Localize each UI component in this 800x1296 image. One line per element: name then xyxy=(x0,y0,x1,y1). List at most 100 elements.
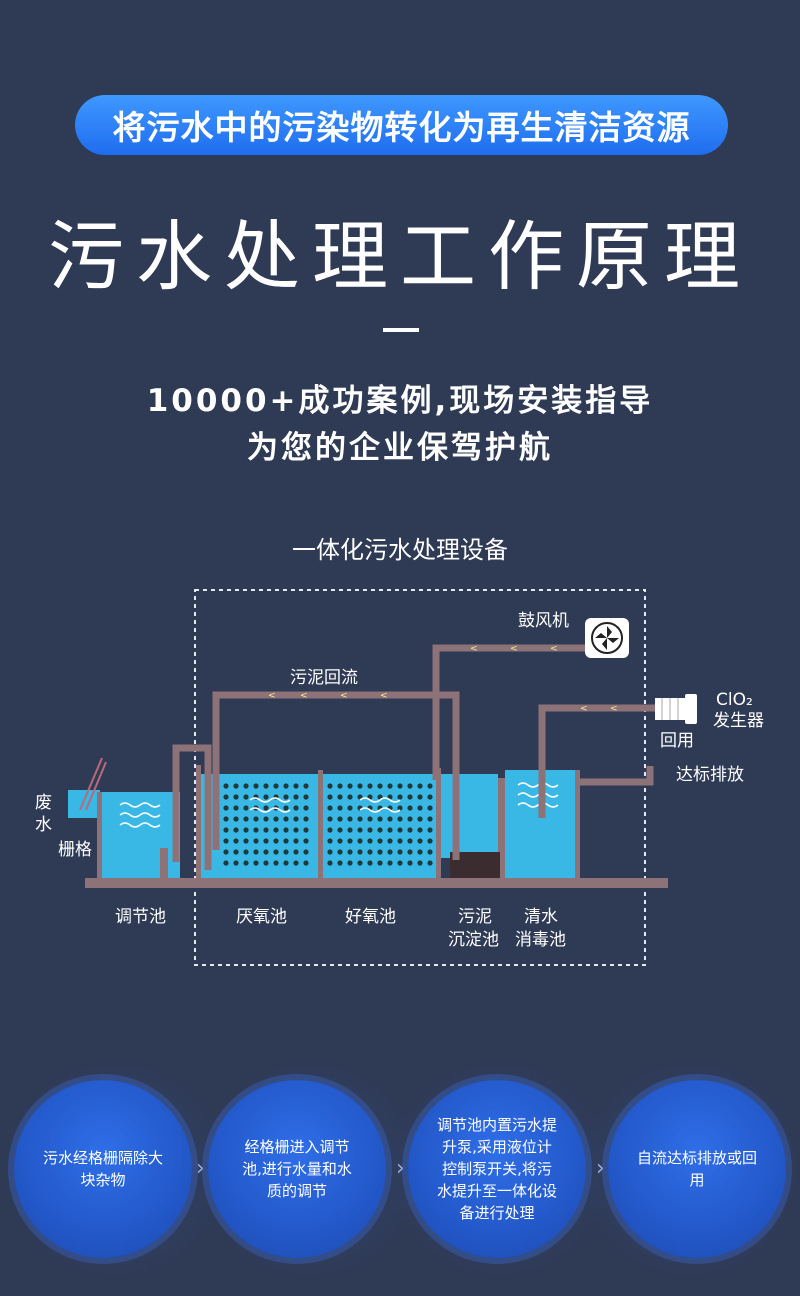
aeration-dot xyxy=(243,860,249,866)
aeration-dot xyxy=(293,849,299,855)
label-tank-clear-1: 清水 xyxy=(524,907,558,927)
aeration-dot xyxy=(243,827,249,833)
aeration-dot xyxy=(223,794,229,800)
aeration-dot xyxy=(223,838,229,844)
aeration-dot xyxy=(347,849,353,855)
aeration-dot xyxy=(357,783,363,789)
label-tank-sludge-2: 沉淀池 xyxy=(448,930,499,950)
aeration-dot xyxy=(337,816,343,822)
aeration-dot xyxy=(347,783,353,789)
aeration-dot xyxy=(377,816,383,822)
aeration-dots-anaerobic xyxy=(223,783,309,866)
aeration-dot xyxy=(233,805,239,811)
subtitle-line-2: 为您的企业保驾护航 xyxy=(247,430,553,466)
aeration-dot xyxy=(367,816,373,822)
aeration-dot xyxy=(223,827,229,833)
aeration-dot xyxy=(253,849,259,855)
aeration-dot xyxy=(327,838,333,844)
aeration-dot xyxy=(303,783,309,789)
aeration-dot xyxy=(243,783,249,789)
aeration-dot xyxy=(303,860,309,866)
label-tank-adjust: 调节池 xyxy=(115,907,166,927)
aeration-dot xyxy=(263,838,269,844)
aeration-dot xyxy=(243,838,249,844)
aeration-dot xyxy=(243,816,249,822)
equipment-title: 一体化污水处理设备 xyxy=(292,536,508,564)
aeration-dot xyxy=(327,860,333,866)
aeration-dot xyxy=(417,783,423,789)
step-text-4: 自流达标排放或回用 xyxy=(636,1149,757,1189)
aeration-dot xyxy=(407,838,413,844)
aeration-dot xyxy=(293,827,299,833)
label-grille: 栅格 xyxy=(58,840,92,860)
aeration-dot xyxy=(377,860,383,866)
aeration-dot xyxy=(337,794,343,800)
aeration-dot xyxy=(233,794,239,800)
aeration-dot xyxy=(273,838,279,844)
label-tank-clear-2: 消毒池 xyxy=(515,930,566,950)
aeration-dot xyxy=(407,849,413,855)
aeration-dot xyxy=(263,827,269,833)
aeration-dot xyxy=(357,860,363,866)
aeration-dot xyxy=(283,838,289,844)
aeration-dot xyxy=(377,783,383,789)
aeration-dot xyxy=(223,816,229,822)
label-generator: 发生器 xyxy=(713,711,764,731)
aeration-dot xyxy=(273,783,279,789)
blower-icon xyxy=(585,618,629,658)
aeration-dot xyxy=(397,827,403,833)
aeration-dot xyxy=(283,783,289,789)
aeration-dot xyxy=(367,860,373,866)
aeration-dot xyxy=(367,783,373,789)
step-circle-3: 调节池内置污水提升泵,采用液位计控制泵开关,将污水提升至一体化设备进行处理 xyxy=(408,1080,586,1258)
aeration-dot xyxy=(243,805,249,811)
clo2-generator-icon xyxy=(655,694,697,724)
aeration-dot xyxy=(233,816,239,822)
step-text-2: 经格栅进入调节池,进行水量和水质的调节 xyxy=(242,1138,352,1200)
discharge-pipe xyxy=(578,766,654,786)
aeration-dot xyxy=(427,805,433,811)
aeration-dot xyxy=(427,794,433,800)
aeration-dot xyxy=(367,827,373,833)
aeration-dot xyxy=(397,816,403,822)
pipes xyxy=(172,644,655,870)
label-wastewater-2: 水 xyxy=(35,815,52,835)
aeration-dot xyxy=(273,849,279,855)
aeration-dot xyxy=(283,849,289,855)
label-clo2: ClO₂ xyxy=(716,690,753,710)
aeration-dot xyxy=(223,783,229,789)
flow-arrows: <<<< <<< << xyxy=(268,644,618,714)
aeration-dot xyxy=(293,794,299,800)
svg-text:<: < xyxy=(268,691,276,701)
aeration-dot xyxy=(357,827,363,833)
aeration-dot xyxy=(253,860,259,866)
aeration-dot xyxy=(367,849,373,855)
aeration-dot xyxy=(293,816,299,822)
aeration-dot xyxy=(293,860,299,866)
svg-text:<: < xyxy=(340,691,348,701)
aeration-dot xyxy=(357,838,363,844)
aeration-dot xyxy=(283,827,289,833)
aeration-dot xyxy=(327,849,333,855)
aeration-dot xyxy=(327,783,333,789)
aeration-dot xyxy=(407,860,413,866)
page-title: 污水处理工作原理 xyxy=(48,212,752,301)
svg-text:<: < xyxy=(380,691,388,701)
aeration-dot xyxy=(427,827,433,833)
aeration-dot xyxy=(407,805,413,811)
aeration-dot xyxy=(397,849,403,855)
aeration-dot xyxy=(417,827,423,833)
aeration-dot xyxy=(273,816,279,822)
chevron-right-icon: › xyxy=(396,1156,405,1181)
label-tank-anaerobic: 厌氧池 xyxy=(236,907,287,927)
aeration-dot xyxy=(283,794,289,800)
aeration-dot xyxy=(293,805,299,811)
aeration-dot xyxy=(427,783,433,789)
subtitle-line-1: 10000+成功案例,现场安装指导 xyxy=(146,383,654,419)
aeration-dot xyxy=(303,794,309,800)
aeration-dot xyxy=(293,783,299,789)
aeration-dot xyxy=(347,816,353,822)
aeration-dot xyxy=(427,849,433,855)
clo2-pipe xyxy=(538,704,655,818)
label-tank-sludge-1: 污泥 xyxy=(458,907,492,927)
